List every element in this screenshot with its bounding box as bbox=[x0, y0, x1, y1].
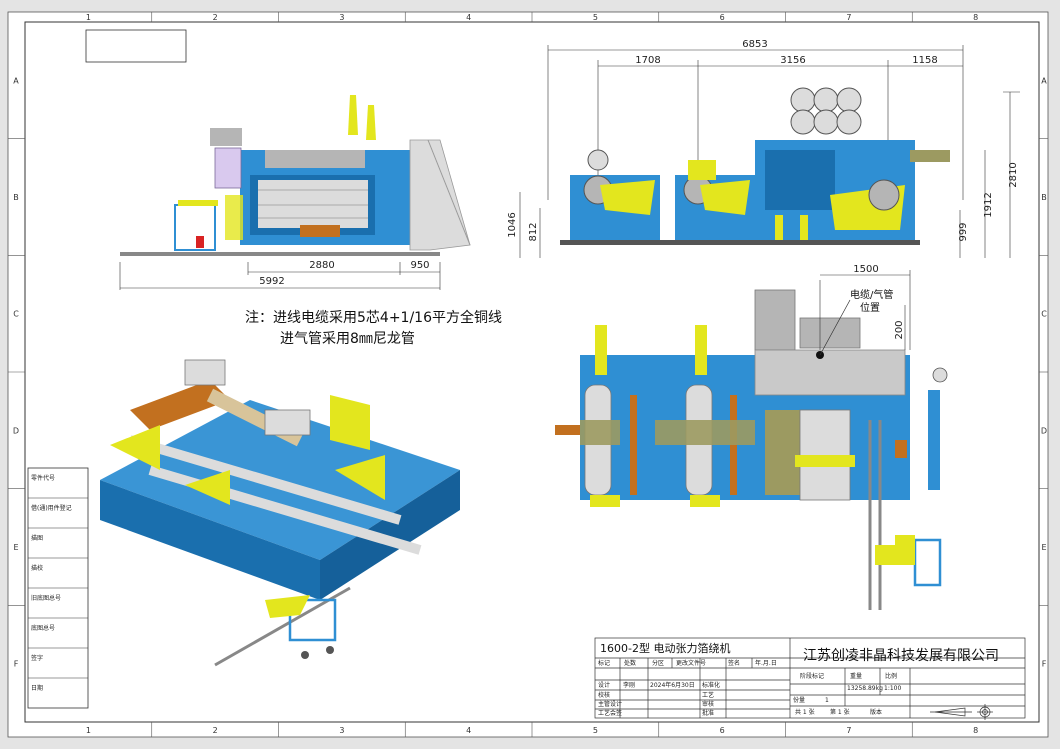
dim-side-h-low: 999 bbox=[958, 222, 969, 241]
tb-stage-label: 阶段标记 bbox=[800, 672, 824, 680]
side-stamp-8: 日期 bbox=[31, 684, 43, 692]
zone-row-B-left: B bbox=[13, 193, 19, 202]
zone-col-6-bottom: 6 bbox=[720, 726, 725, 735]
callout-cable-air-line2: 位置 bbox=[860, 301, 880, 314]
zone-row-labels-left: A B C D E F bbox=[8, 76, 25, 669]
tb-review-label: 审核 bbox=[702, 700, 714, 708]
isometric-view-machine bbox=[100, 359, 460, 667]
title-block bbox=[594, 637, 1026, 719]
side-view-machine bbox=[519, 45, 1020, 258]
zone-col-4-top: 4 bbox=[466, 13, 471, 22]
tb-weight-value: 13258.89kg bbox=[847, 685, 883, 692]
zone-col-5-bottom: 5 bbox=[593, 726, 598, 735]
zone-column-labels-top: 1 2 3 4 5 6 7 8 bbox=[86, 12, 978, 22]
zone-col-1-top: 1 bbox=[86, 13, 91, 22]
dim-front-right: 950 bbox=[410, 260, 429, 271]
dim-top-width: 1500 bbox=[853, 264, 878, 275]
rev-header-5: 签名 bbox=[728, 659, 740, 667]
tb-craft-sign-label: 工艺会签 bbox=[598, 709, 622, 717]
side-stamp-6: 底图总号 bbox=[31, 624, 55, 632]
dim-top-offset: 200 bbox=[894, 320, 905, 339]
zone-row-E-right: E bbox=[1041, 543, 1046, 552]
tb-sheets: 共 1 张 bbox=[795, 708, 815, 716]
tb-weight-label: 重量 bbox=[850, 672, 862, 680]
zone-col-2-bottom: 2 bbox=[213, 726, 218, 735]
tb-process-label: 工艺 bbox=[702, 691, 714, 699]
zone-row-F-right: F bbox=[1042, 660, 1047, 669]
rev-header-2: 处数 bbox=[624, 659, 636, 667]
side-stamp-2: 借(通)用件登记 bbox=[31, 504, 72, 512]
tb-scale-label: 比例 bbox=[885, 672, 897, 680]
dim-side-c: 1158 bbox=[912, 55, 937, 66]
title-company: 江苏创凌非晶科技发展有限公司 bbox=[803, 648, 999, 664]
dim-front-total: 5992 bbox=[259, 276, 284, 287]
side-stamp-1: 零件代号 bbox=[31, 474, 55, 482]
dim-front-inner: 2880 bbox=[309, 260, 334, 271]
zone-row-F-left: F bbox=[14, 660, 19, 669]
note-line-1: 注：进线电缆采用5芯4+1/16平方全铜线 bbox=[245, 309, 502, 326]
tb-count-label: 份量 bbox=[793, 696, 805, 704]
tb-approve-label: 批准 bbox=[702, 709, 714, 717]
tb-sheet-no: 第 1 张 bbox=[830, 708, 850, 716]
rev-header-1: 标记 bbox=[598, 659, 610, 667]
dim-side-left-h2: 812 bbox=[528, 222, 539, 241]
zone-col-6-top: 6 bbox=[720, 13, 725, 22]
zone-row-E-left: E bbox=[13, 543, 18, 552]
dim-side-total: 6853 bbox=[742, 39, 767, 50]
zone-row-C-left: C bbox=[13, 310, 19, 319]
tb-version: 版本 bbox=[870, 708, 882, 716]
side-stamp-4: 描校 bbox=[31, 564, 43, 572]
zone-column-labels-bottom: 1 2 3 4 5 6 7 8 bbox=[86, 722, 978, 737]
tb-chief-label: 主管设计 bbox=[598, 700, 622, 708]
side-stamp-3: 描图 bbox=[31, 534, 43, 542]
tb-designer: 李刚 bbox=[623, 681, 635, 689]
zone-col-7-top: 7 bbox=[846, 13, 851, 22]
zone-row-A-right: A bbox=[1041, 76, 1047, 85]
tb-count-value: 1 bbox=[825, 697, 829, 704]
dim-side-h-total: 2810 bbox=[1008, 162, 1019, 187]
zone-col-2-top: 2 bbox=[213, 13, 218, 22]
zone-col-7-bottom: 7 bbox=[846, 726, 851, 735]
dim-side-a: 1708 bbox=[635, 55, 660, 66]
zone-col-5-top: 5 bbox=[593, 13, 598, 22]
zone-col-3-top: 3 bbox=[339, 13, 344, 22]
drawing-code-box bbox=[85, 29, 187, 63]
zone-row-B-right: B bbox=[1041, 193, 1047, 202]
zone-col-8-top: 8 bbox=[973, 13, 978, 22]
top-view-machine bbox=[555, 270, 948, 610]
front-view-machine bbox=[119, 95, 471, 290]
rev-header-3: 分区 bbox=[652, 659, 664, 667]
revision-table-headers: 标记 处数 分区 更改文件号 签名 年.月.日 bbox=[598, 659, 777, 667]
zone-col-8-bottom: 8 bbox=[973, 726, 978, 735]
title-model: 1600-2型 电动张力箔绕机 bbox=[600, 641, 730, 655]
rev-header-4: 更改文件号 bbox=[676, 659, 706, 667]
rev-header-6: 年.月.日 bbox=[755, 659, 777, 667]
note-line-2: 进气管采用8㎜尼龙管 bbox=[280, 331, 415, 347]
tb-scale-value: 1:100 bbox=[884, 685, 901, 692]
tb-date: 2024年6月30日 bbox=[650, 681, 695, 689]
tb-standard-label: 标准化 bbox=[702, 681, 720, 689]
dim-side-h-mid: 1912 bbox=[983, 192, 994, 217]
tb-check-label: 校核 bbox=[598, 691, 610, 699]
side-stamp-5: 旧底图总号 bbox=[31, 594, 61, 602]
zone-col-1-bottom: 1 bbox=[86, 726, 91, 735]
zone-col-4-bottom: 4 bbox=[466, 726, 471, 735]
projection-symbol-icon bbox=[930, 704, 993, 720]
zone-row-A-left: A bbox=[13, 76, 19, 85]
dim-side-left-h1: 1046 bbox=[507, 212, 518, 237]
zone-row-D-left: D bbox=[13, 426, 19, 435]
callout-cable-air-line1: 电缆/气管 bbox=[850, 288, 893, 301]
zone-row-C-right: C bbox=[1041, 310, 1047, 319]
zone-row-labels-right: A B C D E F bbox=[1039, 76, 1048, 669]
zone-col-3-bottom: 3 bbox=[339, 726, 344, 735]
side-stamp-7: 签字 bbox=[31, 654, 43, 662]
dim-side-b: 3156 bbox=[780, 55, 805, 66]
tb-design-label: 设计 bbox=[598, 681, 610, 689]
zone-row-D-right: D bbox=[1041, 426, 1047, 435]
